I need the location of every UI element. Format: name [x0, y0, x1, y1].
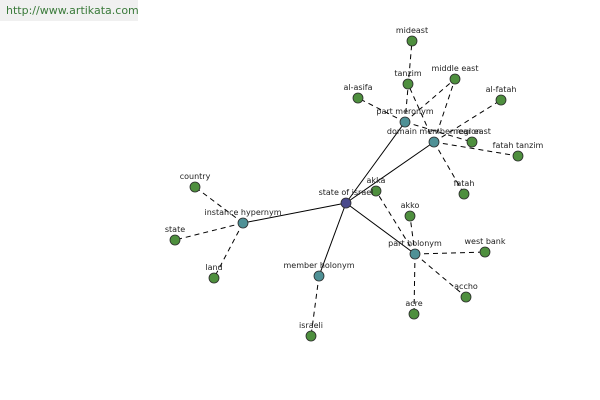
- node-part-meronym-label: part meronym: [376, 107, 433, 116]
- node-fatah-label: fatah: [454, 179, 475, 188]
- node-state-of-israel[interactable]: [340, 197, 352, 209]
- node-country[interactable]: [189, 181, 201, 193]
- edge-part-meronym-to-near-east: [404, 121, 473, 143]
- edge-domain-member-region-to-tanzim: [407, 83, 435, 143]
- node-akko[interactable]: [404, 210, 416, 222]
- node-layer: [169, 35, 524, 342]
- node-state[interactable]: [169, 234, 181, 246]
- node-domain-member-region-label: domain member region: [387, 127, 481, 136]
- node-country-label: country: [180, 172, 211, 181]
- node-accho[interactable]: [460, 291, 472, 303]
- edge-part-holonym-to-accho: [414, 253, 467, 298]
- node-instance-hypernym[interactable]: [237, 217, 249, 229]
- node-al-fatah[interactable]: [495, 94, 507, 106]
- node-fatah-tanzim[interactable]: [512, 150, 524, 162]
- edge-root-to-domain-member-region: [345, 141, 435, 204]
- node-part-holonym[interactable]: [409, 248, 421, 260]
- node-israeli-label: israeli: [299, 321, 323, 330]
- node-near-east[interactable]: [466, 136, 478, 148]
- edge-part-holonym-to-akko1: [409, 215, 416, 255]
- label-layer: state of israel instance hypernym member h…: [165, 26, 544, 330]
- edge-part-holonym-to-west-bank: [414, 251, 486, 255]
- node-part-holonym-label: part holonym: [388, 239, 442, 248]
- edge-domain-member-region-to-al-fatah: [433, 99, 502, 143]
- node-al-fatah-label: al-fatah: [486, 85, 517, 94]
- source-url-banner[interactable]: http://www.artikata.com: [0, 0, 139, 21]
- node-akka[interactable]: [370, 185, 382, 197]
- edge-instance-hypernym-to-country: [194, 186, 244, 224]
- edge-root-to-member-holonym: [318, 202, 347, 277]
- edge-root-to-part-meronym: [345, 121, 406, 204]
- node-domain-member-region[interactable]: [428, 136, 440, 148]
- node-part-meronym[interactable]: [399, 116, 411, 128]
- node-member-holonym-label: member holonym: [283, 261, 354, 270]
- node-acre-label: acre: [405, 299, 422, 308]
- node-mideast[interactable]: [406, 35, 418, 47]
- node-akka-label: akka: [367, 176, 386, 185]
- node-accho-label: accho: [454, 282, 478, 291]
- node-middle-east-label: middle east: [432, 64, 479, 73]
- node-west-bank[interactable]: [479, 246, 491, 258]
- node-west-bank-label: west bank: [465, 237, 506, 246]
- edge-instance-hypernym-to-state: [174, 222, 244, 241]
- node-land-label: land: [205, 263, 222, 272]
- edge-part-meronym-to-middle-east: [404, 78, 456, 123]
- node-member-holonym[interactable]: [313, 270, 325, 282]
- node-near-east-label: near east: [453, 127, 491, 136]
- edge-domain-member-region-to-fatah: [433, 141, 465, 195]
- node-acre[interactable]: [408, 308, 420, 320]
- edge-part-holonym-to-acre: [413, 253, 416, 315]
- edge-domain-member-region-to-middle-east: [433, 78, 456, 143]
- node-state-label: state: [165, 225, 185, 234]
- edge-instance-hypernym-to-land: [213, 222, 244, 279]
- node-middle-east[interactable]: [449, 73, 461, 85]
- edge-root-to-part-holonym: [345, 202, 416, 255]
- node-mideast-label: mideast: [396, 26, 428, 35]
- edge-member-holonym-to-israeli: [310, 275, 320, 337]
- edge-part-holonym-to-akka: [375, 190, 416, 255]
- node-fatah[interactable]: [458, 188, 470, 200]
- node-tanzim[interactable]: [402, 78, 414, 90]
- node-akko-label: akko: [401, 201, 420, 210]
- node-instance-hypernym-label: instance hypernym: [205, 208, 282, 217]
- node-al-asifa-label: al-asifa: [343, 83, 372, 92]
- edge-layer: [174, 40, 519, 337]
- node-israeli[interactable]: [305, 330, 317, 342]
- node-fatah-tanzim-label: fatah tanzim: [493, 141, 544, 150]
- node-state-of-israel-label: state of israel: [319, 188, 374, 197]
- node-land[interactable]: [208, 272, 220, 284]
- node-al-asifa[interactable]: [352, 92, 364, 104]
- edge-root-to-instance-hypernym: [242, 202, 347, 224]
- node-tanzim-label: tanzim: [394, 69, 422, 78]
